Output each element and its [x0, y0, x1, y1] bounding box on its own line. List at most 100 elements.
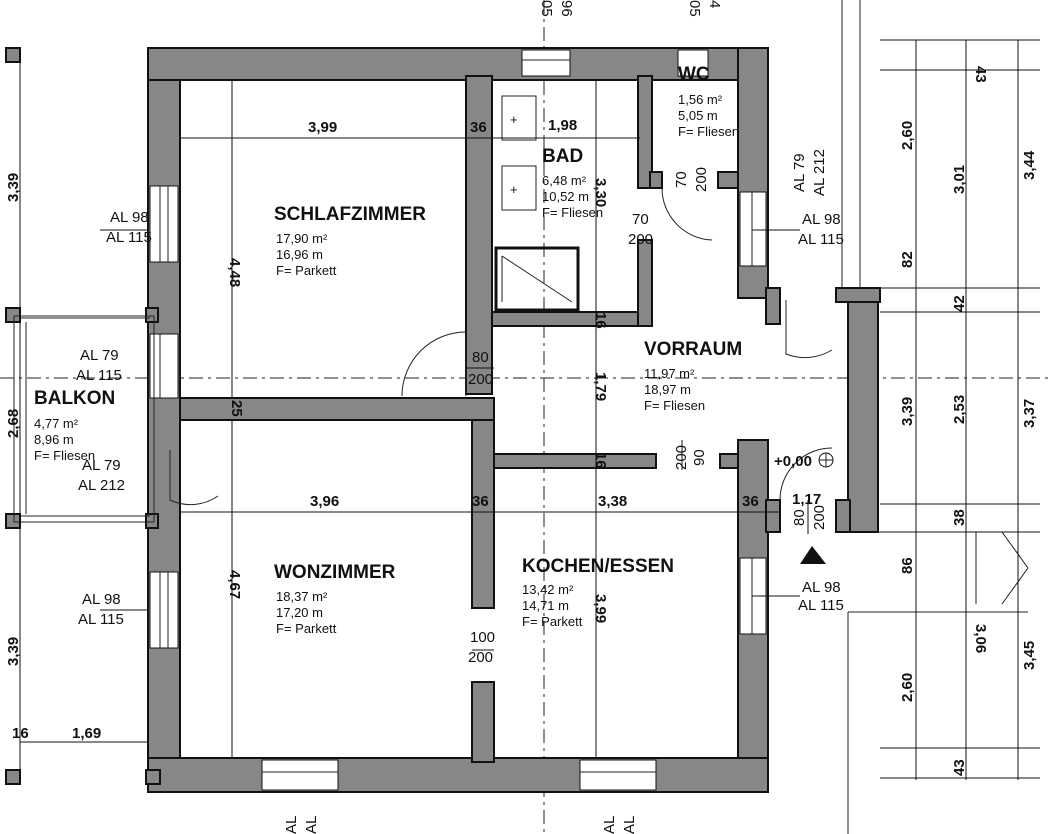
dim-r1-260b: 2,60 [899, 673, 916, 702]
dim-entry-width: 1,17 [792, 491, 821, 508]
room-perimeter: 10,52 m [542, 189, 589, 204]
room-area: 4,77 m² [34, 416, 79, 431]
room-kochen-essen: KOCHEN/ESSEN 13,42 m² 14,71 m F= Parkett [522, 556, 674, 629]
room-wonzimmer: WONZIMMER 18,37 m² 17,20 m F= Parkett [274, 562, 396, 636]
door-entry-width: 80 [791, 509, 808, 526]
dim-r1-339: 3,39 [899, 397, 916, 426]
win-koch-1: AL 98 [802, 579, 841, 596]
door-wc-outer-2: AL 212 [811, 149, 828, 196]
edge-bottom-right: AL [601, 816, 618, 834]
room-balkon: BALKON 4,77 m² 8,96 m F= Fliesen [34, 388, 115, 463]
dim-wall-36a: 36 [472, 493, 489, 510]
dim-r2-306: 3,06 [972, 624, 989, 653]
dim-wall-36b: 36 [742, 493, 759, 510]
edge-bottom-right2: AL [621, 816, 638, 834]
door-wohn-width: 100 [470, 629, 495, 646]
door-balkon-2: AL 212 [78, 477, 125, 494]
room-floor: F= Fliesen [542, 205, 603, 220]
room-perimeter: 16,96 m [276, 247, 323, 262]
door-schlaf-height: 200 [468, 371, 493, 388]
dim-r3-337: 3,37 [1021, 399, 1038, 428]
door-entry-height: 200 [811, 505, 828, 530]
room-area: 11,97 m² [644, 366, 695, 381]
door-bad-width: 70 [632, 211, 649, 228]
room-perimeter: 5,05 m [678, 108, 718, 123]
dim-left-top: 3,39 [5, 173, 22, 202]
dim-r2-43: 43 [951, 759, 968, 776]
door-labels: 80 200 70 200 70 200 100 200 90 200 80 2… [78, 149, 828, 666]
door-wc-height: 200 [693, 167, 710, 192]
room-perimeter: 14,71 m [522, 598, 569, 613]
room-floor: F= Parkett [522, 614, 583, 629]
dim-wall-25: 25 [228, 400, 245, 417]
room-wc: WC 1,56 m² 5,05 m F= Fliesen [678, 64, 739, 139]
door-balkon-1: AL 79 [82, 457, 121, 474]
room-name: SCHLAFZIMMER [274, 204, 426, 225]
room-floor: F= Parkett [276, 621, 337, 636]
dim-r2-42: 42 [951, 295, 968, 312]
room-area: 18,37 m² [276, 589, 328, 604]
room-floor: F= Fliesen [644, 398, 705, 413]
dim-vorraum-height: 1,79 [592, 372, 609, 401]
dim-bad-width: 1,98 [548, 117, 577, 134]
room-name: BAD [542, 146, 583, 167]
dimension-labels: 3,99 36 1,98 4,48 3,30 25 16 16 1,79 3,9… [5, 66, 1038, 776]
balcony [13, 315, 155, 523]
room-area: 17,90 m² [276, 231, 328, 246]
dim-wall-16b: 16 [592, 452, 609, 469]
room-schlafzimmer: SCHLAFZIMMER 17,90 m² 16,96 m F= Parkett [274, 204, 426, 278]
win-wohn-2: AL 115 [78, 611, 124, 628]
room-floor: F= Fliesen [34, 448, 95, 463]
door-vorraum-width: 90 [691, 449, 708, 466]
dim-r2-253: 2,53 [951, 395, 968, 424]
door-bad-height: 200 [628, 231, 653, 248]
room-perimeter: 18,97 m [644, 382, 691, 397]
dim-schlaf-wall: 36 [470, 119, 487, 136]
edge-bottom-left2: AL [303, 816, 320, 834]
win-schlaf-1: AL 98 [110, 209, 149, 226]
dim-balkon-width: 1,69 [72, 725, 101, 742]
dim-r3-344: 3,44 [1021, 150, 1038, 180]
dim-koch-height: 3,99 [592, 594, 609, 623]
dim-r2-38: 38 [951, 509, 968, 526]
dim-bad-height: 3,30 [592, 178, 609, 207]
door-schlaf-width: 80 [472, 349, 489, 366]
dim-balkon-16: 16 [12, 725, 29, 742]
win-vorraum-2: AL 115 [798, 231, 844, 248]
dim-r1-82: 82 [899, 251, 916, 268]
dim-wall-16a: 16 [592, 312, 609, 329]
room-floor: F= Fliesen [678, 124, 739, 139]
door-swings [169, 187, 833, 506]
edge-top-right2: 4 [706, 0, 723, 8]
room-area: 6,48 m² [542, 173, 587, 188]
level-marker: +0,00 [774, 453, 812, 470]
dim-schlaf-width: 3,99 [308, 119, 337, 136]
room-name: KOCHEN/ESSEN [522, 556, 674, 577]
walls [5, 47, 881, 793]
room-name: WONZIMMER [274, 562, 396, 583]
svg-text:+: + [510, 182, 518, 197]
dim-r1-260: 2,60 [899, 121, 916, 150]
door-wohn-height: 200 [468, 649, 493, 666]
svg-text:+: + [510, 112, 518, 127]
room-area: 1,56 m² [678, 92, 723, 107]
room-floor: F= Parkett [276, 263, 337, 278]
win-schlaf-2: AL 115 [106, 229, 152, 246]
win-balkon-2: AL 115 [76, 367, 122, 384]
room-area: 13,42 m² [522, 582, 574, 597]
dim-r2-301: 3,01 [951, 165, 968, 194]
dim-r1-43: 43 [972, 66, 989, 83]
dim-r3-345: 3,45 [1021, 641, 1038, 670]
dim-wohn-width: 3,96 [310, 493, 339, 510]
door-wc-outer-1: AL 79 [791, 153, 808, 192]
dim-wohn-height: 4,67 [226, 570, 243, 599]
door-wc-width: 70 [673, 171, 690, 188]
dim-r1-86: 86 [899, 557, 916, 574]
edge-top-left2: 96 [558, 0, 575, 17]
dim-left-mid: 2,68 [5, 409, 22, 438]
dimension-lines [19, 39, 1040, 784]
room-name: VORRAUM [644, 339, 742, 360]
room-perimeter: 17,20 m [276, 605, 323, 620]
edge-bottom-left: AL [283, 816, 300, 834]
